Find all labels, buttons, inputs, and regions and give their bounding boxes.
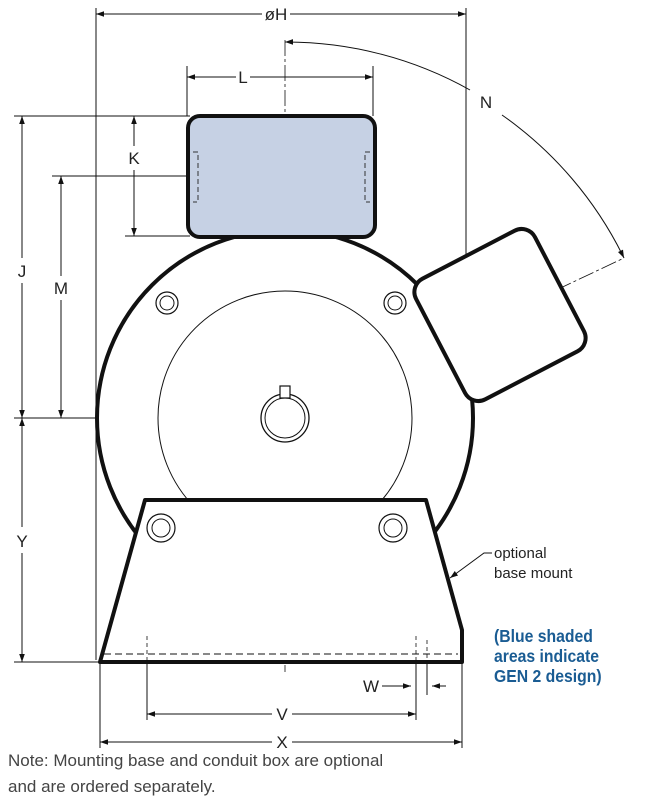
bolt-hole-top-right (383, 291, 407, 315)
bolt-hole-top-left (155, 291, 179, 315)
label-K: K (128, 149, 140, 168)
label-Y: Y (16, 532, 27, 551)
label-L: L (238, 68, 247, 87)
shaft-key (279, 385, 291, 399)
label-H: øH (265, 5, 288, 24)
label-optional-base-1: optional (494, 545, 547, 562)
label-N: N (480, 93, 492, 112)
rotated-conduit-box (412, 226, 588, 404)
footnote: Note: Mounting base and conduit box are … (8, 748, 528, 800)
gen2-line-2: areas indicate (494, 646, 600, 666)
dimension-lines (19, 11, 625, 745)
label-X: X (276, 733, 287, 752)
gen2-line-3: GEN 2 design) (494, 666, 602, 686)
label-V: V (276, 705, 288, 724)
gen2-line-1: (Blue shaded (494, 626, 593, 646)
footnote-line-2: and are ordered separately. (8, 777, 216, 796)
label-M: M (54, 279, 68, 298)
footnote-line-1: Note: Mounting base and conduit box are … (8, 751, 384, 770)
label-optional-base-2: base mount (494, 565, 573, 582)
gen2-design-note: (Blue shaded areas indicate GEN 2 design… (494, 626, 629, 686)
label-J: J (18, 262, 27, 281)
conduit-box (186, 114, 377, 239)
base-mount (98, 498, 464, 664)
label-W: W (363, 677, 379, 696)
shaft-inner (264, 397, 306, 439)
